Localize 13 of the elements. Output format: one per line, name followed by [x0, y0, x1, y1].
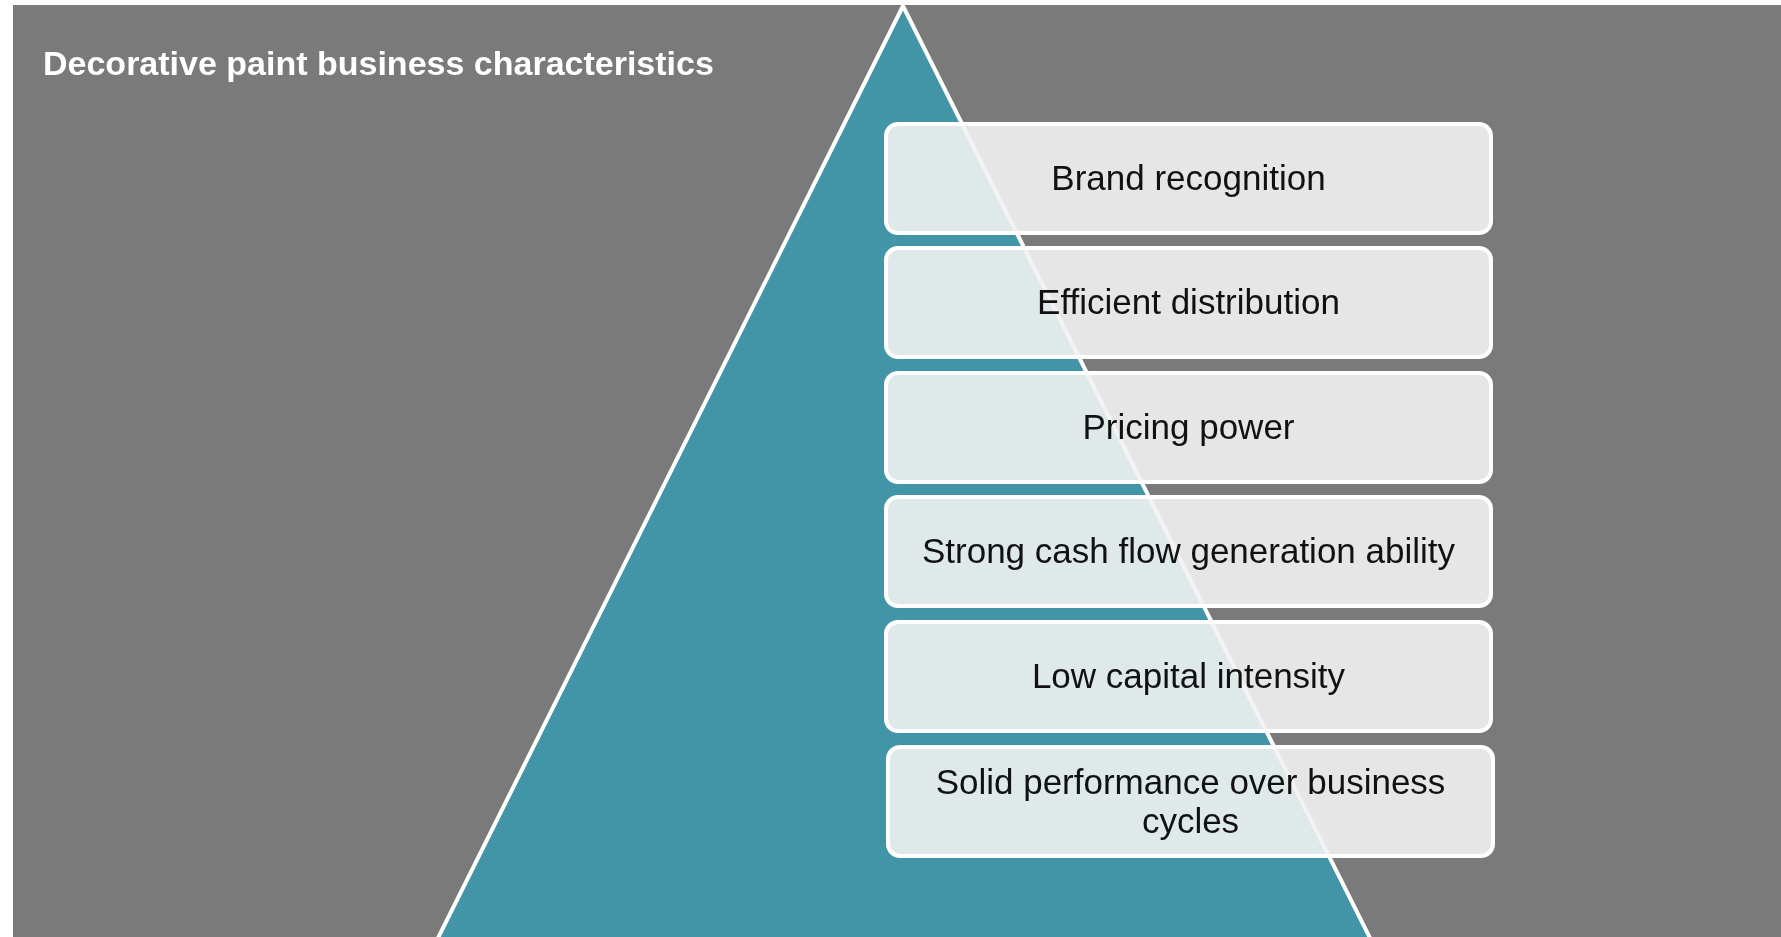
- box-text: Efficient distribution: [1036, 283, 1341, 322]
- box-text: Strong cash flow generation ability: [920, 532, 1457, 571]
- box-text: Low capital intensity: [1030, 657, 1347, 696]
- characteristic-box: [884, 246, 1493, 359]
- characteristic-box: [884, 620, 1493, 733]
- box-text: Solid performance over business cycles: [934, 763, 1447, 840]
- box-text: Pricing power: [1081, 408, 1296, 447]
- box-text: Brand recognition: [1050, 159, 1327, 198]
- title: Decorative paint business characteristics: [43, 44, 714, 83]
- characteristic-box: [884, 371, 1493, 484]
- characteristic-box: [884, 495, 1493, 608]
- characteristic-box: [886, 745, 1495, 858]
- characteristic-box: [884, 122, 1493, 235]
